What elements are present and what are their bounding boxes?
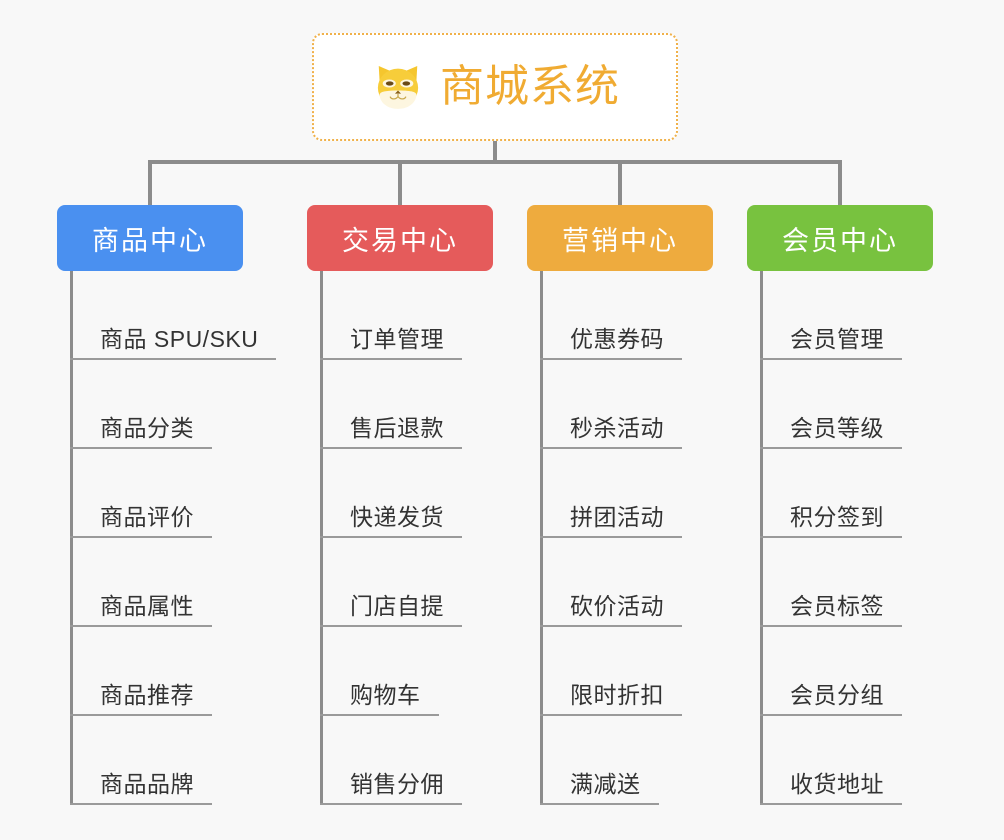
connector-drop-branch-0 (148, 160, 152, 207)
branch-spine (540, 271, 543, 805)
leaf-label: 优惠券码 (570, 325, 664, 352)
leaf-label: 商品推荐 (100, 681, 194, 708)
branch-header-product-center[interactable]: 商品中心 (57, 205, 243, 271)
leaf-label: 限时折扣 (570, 681, 664, 708)
list-item[interactable]: 收货地址 (747, 716, 933, 805)
branch-trade-center: 交易中心 订单管理 售后退款 快递发货 门店自提 购物车 销售分佣 (307, 205, 493, 805)
leaf-label: 会员分组 (790, 681, 884, 708)
connector-horizontal-bus (148, 160, 842, 164)
branch-body-trade-center: 订单管理 售后退款 快递发货 门店自提 购物车 销售分佣 (307, 271, 493, 805)
connector-root-stem (493, 141, 497, 164)
branch-spine (320, 271, 323, 805)
branch-header-trade-center[interactable]: 交易中心 (307, 205, 493, 271)
list-item[interactable]: 门店自提 (307, 538, 493, 627)
leaf-label: 快递发货 (350, 503, 444, 530)
list-item[interactable]: 商品推荐 (57, 627, 276, 716)
list-item[interactable]: 砍价活动 (527, 538, 713, 627)
leaf-label: 收货地址 (790, 770, 884, 797)
connector-drop-branch-1 (398, 160, 402, 207)
leaf-label: 购物车 (350, 681, 421, 708)
leaf-label: 会员管理 (790, 325, 884, 352)
leaf-label: 门店自提 (350, 592, 444, 619)
root-node[interactable]: 商城系统 (312, 33, 678, 141)
branch-header-label: 交易中心 (342, 225, 458, 256)
list-item[interactable]: 商品品牌 (57, 716, 276, 805)
list-item[interactable]: 商品 SPU/SKU (57, 271, 277, 360)
branch-header-marketing-center[interactable]: 营销中心 (527, 205, 713, 271)
list-item[interactable]: 销售分佣 (307, 716, 493, 805)
list-item[interactable]: 商品属性 (57, 538, 276, 627)
list-item[interactable]: 商品评价 (57, 449, 276, 538)
leaf-label: 商品品牌 (100, 770, 194, 797)
leaf-label: 商品分类 (100, 414, 194, 441)
list-item[interactable]: 售后退款 (307, 360, 493, 449)
leaf-label: 拼团活动 (570, 503, 664, 530)
branch-body-member-center: 会员管理 会员等级 积分签到 会员标签 会员分组 收货地址 (747, 271, 933, 805)
leaf-label: 秒杀活动 (570, 414, 664, 441)
branch-spine (760, 271, 763, 805)
list-item[interactable]: 会员管理 (747, 271, 933, 360)
list-item[interactable]: 快递发货 (307, 449, 493, 538)
leaf-label: 满减送 (570, 770, 641, 797)
list-item[interactable]: 满减送 (527, 716, 713, 805)
leaf-label: 积分签到 (790, 503, 884, 530)
leaf-label: 砍价活动 (570, 592, 664, 619)
list-item[interactable]: 拼团活动 (527, 449, 713, 538)
root-title: 商城系统 (440, 62, 620, 111)
branch-spine (70, 271, 73, 805)
branch-body-marketing-center: 优惠券码 秒杀活动 拼团活动 砍价活动 限时折扣 满减送 (527, 271, 713, 805)
leaf-label: 商品评价 (100, 503, 194, 530)
connector-drop-branch-3 (838, 160, 842, 207)
list-item[interactable]: 商品分类 (57, 360, 276, 449)
leaf-label: 商品属性 (100, 592, 194, 619)
branch-header-label: 商品中心 (92, 225, 208, 256)
leaf-label: 售后退款 (350, 414, 444, 441)
leaf-label: 销售分佣 (350, 770, 444, 797)
list-item[interactable]: 会员等级 (747, 360, 933, 449)
list-item[interactable]: 限时折扣 (527, 627, 713, 716)
leaf-label: 商品 SPU/SKU (100, 325, 259, 352)
branch-marketing-center: 营销中心 优惠券码 秒杀活动 拼团活动 砍价活动 限时折扣 满减送 (527, 205, 713, 805)
list-item[interactable]: 购物车 (307, 627, 493, 716)
shiba-dog-face-icon (377, 66, 419, 109)
branch-body-product-center: 商品 SPU/SKU 商品分类 商品评价 商品属性 商品推荐 商品品牌 (57, 271, 277, 805)
leaf-label: 会员标签 (790, 592, 884, 619)
connector-drop-branch-2 (618, 160, 622, 207)
list-item[interactable]: 订单管理 (307, 271, 493, 360)
list-item[interactable]: 会员分组 (747, 627, 933, 716)
list-item[interactable]: 会员标签 (747, 538, 933, 627)
branch-header-member-center[interactable]: 会员中心 (747, 205, 933, 271)
leaf-label: 会员等级 (790, 414, 884, 441)
branch-header-label: 营销中心 (562, 225, 678, 256)
list-item[interactable]: 优惠券码 (527, 271, 713, 360)
branch-header-label: 会员中心 (782, 225, 898, 256)
leaf-label: 订单管理 (350, 325, 444, 352)
list-item[interactable]: 积分签到 (747, 449, 933, 538)
list-item[interactable]: 秒杀活动 (527, 360, 713, 449)
branch-product-center: 商品中心 商品 SPU/SKU 商品分类 商品评价 商品属性 商品推荐 商品品牌 (57, 205, 277, 805)
branch-member-center: 会员中心 会员管理 会员等级 积分签到 会员标签 会员分组 收货地址 (747, 205, 933, 805)
